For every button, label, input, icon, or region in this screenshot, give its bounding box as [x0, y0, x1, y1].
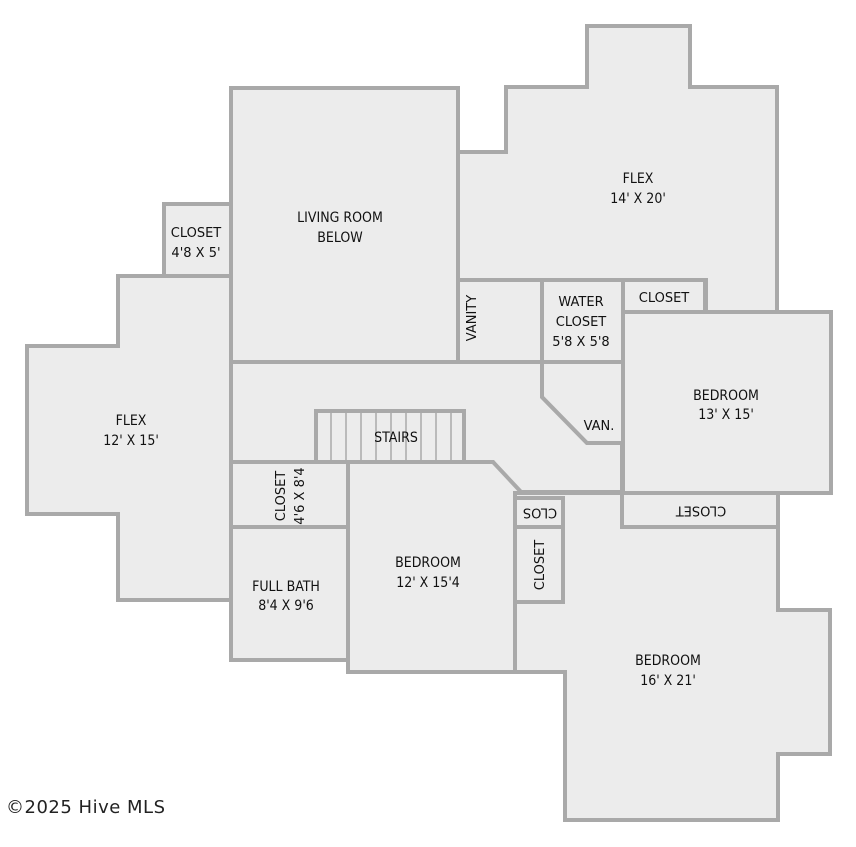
label-bedroom-right: BEDROOM: [693, 388, 759, 404]
label-living-2: BELOW: [317, 230, 363, 246]
label-stairs: STAIRS: [374, 430, 418, 446]
room-living: [229, 86, 460, 364]
room-stairs: [314, 409, 466, 464]
label-flex-left-size: 12' X 15': [103, 433, 159, 449]
label-closet-left-size: 4'8 X 5': [171, 246, 220, 261]
room-bedroom-right: [621, 310, 833, 495]
label-full-bath-size: 8'4 X 9'6: [258, 598, 314, 614]
label-water-closet-2: CLOSET: [556, 315, 607, 330]
label-closet-vertical: CLOSET: [533, 540, 548, 591]
label-bedroom-bottom-size: 16' X 21': [640, 673, 696, 689]
label-flex-top-size: 14' X 20': [610, 191, 666, 207]
room-bedroom-bottom: [513, 491, 832, 822]
label-flex-top: FLEX: [623, 171, 654, 187]
room-full-bath: [229, 525, 350, 662]
label-bedroom-center: BEDROOM: [395, 555, 461, 571]
label-living: LIVING ROOM: [297, 210, 383, 226]
label-clos: CLOS: [523, 505, 557, 520]
label-closet-stairs-size: 4'6 X 8'4: [293, 467, 308, 524]
copyright-text: ©2025 Hive MLS: [6, 797, 166, 818]
label-water-closet: WATER: [558, 295, 603, 310]
stair-treads: [330, 413, 452, 460]
label-closet-top-right: CLOSET: [639, 291, 690, 306]
label-bedroom-center-size: 12' X 15'4: [396, 575, 460, 591]
label-bedroom-bottom: BEDROOM: [635, 653, 701, 669]
room-vanity: [456, 278, 544, 364]
label-vanity: VANITY: [465, 295, 480, 341]
label-closet-left: CLOSET: [171, 226, 222, 241]
label-closet-bottom-right: CLOSET: [676, 503, 727, 518]
label-flex-left: FLEX: [116, 413, 147, 429]
label-bedroom-right-size: 13' X 15': [698, 407, 754, 423]
room-van: [540, 360, 625, 445]
label-water-closet-size: 5'8 X 5'8: [552, 335, 609, 350]
label-closet-stairs: CLOSET: [274, 471, 289, 522]
room-closet-vertical: [513, 525, 565, 604]
room-closet-stairs: [229, 460, 350, 529]
label-full-bath: FULL BATH: [252, 579, 320, 595]
label-van: VAN.: [584, 419, 615, 434]
room-flex-top: [456, 24, 779, 314]
